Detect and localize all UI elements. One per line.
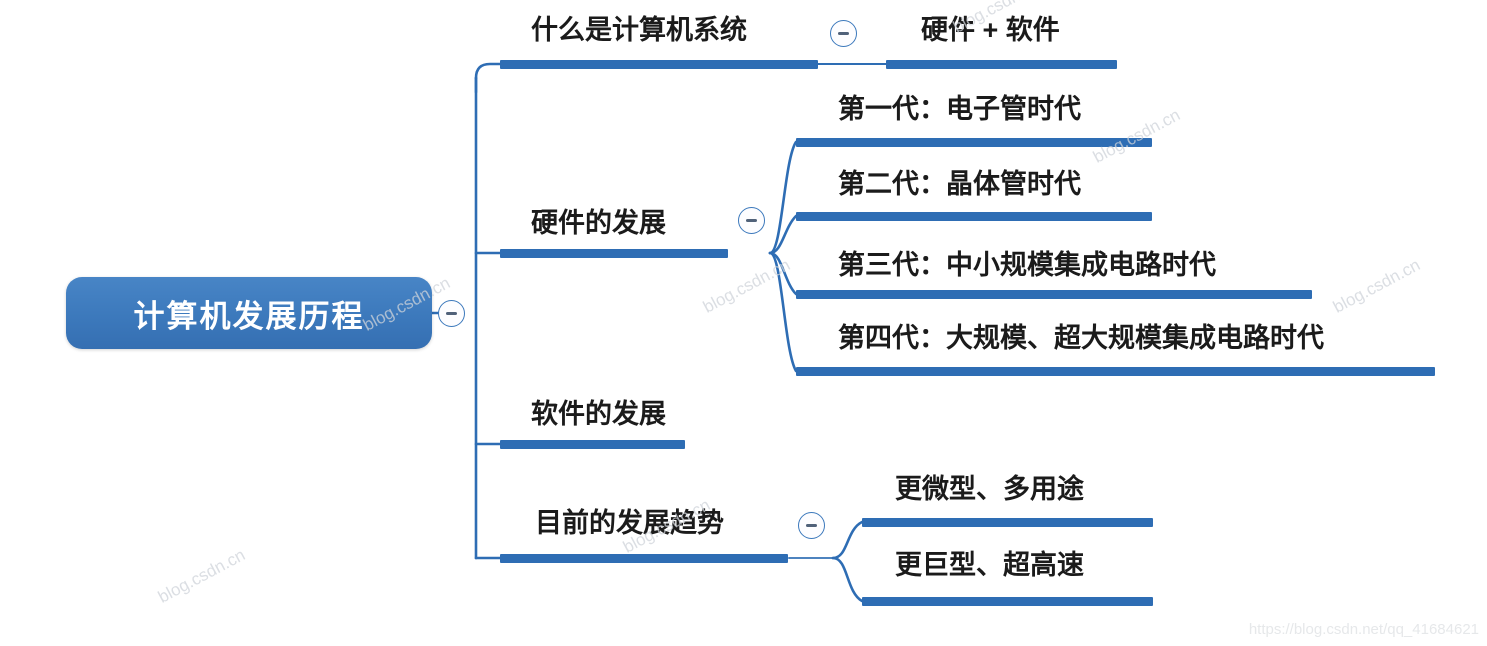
collapse-toggle-current-trends[interactable]: [798, 512, 825, 539]
topic-bar-generation-2: [796, 212, 1152, 221]
root-collapse-toggle[interactable]: [438, 300, 465, 327]
topic-bar-trend-giant-highspeed: [862, 597, 1153, 606]
topic-bar-generation-1: [796, 138, 1152, 147]
topic-software-development[interactable]: 软件的发展: [531, 399, 666, 429]
topic-generation-4[interactable]: 第四代：大规模、超大规模集成电路时代: [838, 323, 1324, 353]
topic-current-trends[interactable]: 目前的发展趋势: [535, 508, 724, 538]
collapse-toggle-hardware-development[interactable]: [738, 207, 765, 234]
topic-generation-2[interactable]: 第二代：晶体管时代: [838, 169, 1081, 199]
watermark-tile: blog.csdn.cn: [155, 545, 249, 607]
watermark-footer-url: https://blog.csdn.net/qq_41684621: [1248, 621, 1479, 638]
watermark-tile: blog.csdn.cn: [700, 255, 794, 317]
topic-generation-3[interactable]: 第三代：中小规模集成电路时代: [838, 250, 1216, 280]
topic-trend-giant-highspeed[interactable]: 更巨型、超高速: [895, 550, 1084, 580]
topic-bar-what-is-computer-system: [500, 60, 818, 69]
topic-bar-generation-3: [796, 290, 1312, 299]
topic-hardware-plus-software[interactable]: 硬件 + 软件: [921, 15, 1060, 45]
topic-bar-current-trends-tail: [788, 557, 833, 559]
topic-generation-1[interactable]: 第一代：电子管时代: [838, 94, 1081, 124]
root-node-label: 计算机发展历程: [133, 298, 365, 334]
topic-bar-software-development: [500, 440, 685, 449]
watermark-tile: blog.csdn.cn: [1090, 105, 1184, 167]
topic-what-is-computer-system[interactable]: 什么是计算机系统: [531, 15, 747, 45]
topic-bar-current-trends: [500, 554, 788, 563]
topic-trend-micro-multipurpose[interactable]: 更微型、多用途: [895, 474, 1084, 504]
topic-bar-hardware-development: [500, 249, 728, 258]
topic-bar-generation-4: [796, 367, 1435, 376]
topic-bar-hardware-plus-software: [886, 60, 1117, 69]
collapse-toggle-what-is-computer-system[interactable]: [830, 20, 857, 47]
watermark-tile: blog.csdn.cn: [1330, 255, 1424, 317]
topic-hardware-development[interactable]: 硬件的发展: [531, 208, 666, 238]
root-node[interactable]: 计算机发展历程: [66, 277, 432, 349]
topic-bar-trend-micro-multipurpose: [862, 518, 1153, 527]
